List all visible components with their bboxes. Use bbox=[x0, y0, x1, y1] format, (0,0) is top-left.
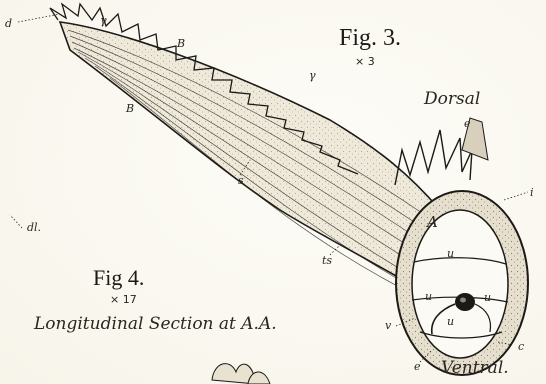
dorsal-label: Dorsal bbox=[424, 91, 480, 108]
label-A: A bbox=[427, 215, 438, 230]
label-c: c bbox=[518, 341, 524, 352]
fig4-caption: Longitudinal Section at A.A. bbox=[34, 316, 277, 333]
label-B-lower: B bbox=[126, 103, 134, 114]
label-gamma-lower: γ bbox=[309, 70, 316, 81]
label-i: i bbox=[530, 187, 534, 198]
lower-fragment bbox=[212, 364, 270, 384]
label-dl: dl. bbox=[27, 222, 41, 233]
label-ts: ts bbox=[322, 255, 332, 266]
label-u-top: u bbox=[447, 248, 454, 259]
ventral-label: Ventral. bbox=[441, 360, 509, 377]
label-e-top: e bbox=[464, 118, 471, 129]
fig3-magnification: × 3 bbox=[355, 56, 375, 67]
label-s: s bbox=[238, 175, 244, 186]
fig4-magnification: × 17 bbox=[110, 294, 137, 305]
label-e-bottom: e bbox=[414, 361, 421, 372]
fig3-title: Fig. 3. bbox=[339, 26, 401, 50]
section-inner-cavity bbox=[412, 210, 508, 358]
label-B-upper: B bbox=[177, 38, 185, 49]
fig4-title: Fig 4. bbox=[93, 267, 144, 289]
label-u-bottom: u bbox=[447, 316, 454, 327]
label-gamma-upper: γ bbox=[100, 15, 107, 26]
label-d: d bbox=[5, 18, 12, 29]
label-v: v bbox=[385, 320, 391, 331]
central-organ bbox=[455, 293, 475, 311]
label-u-right: u bbox=[484, 292, 491, 303]
label-u-left: u bbox=[425, 291, 432, 302]
